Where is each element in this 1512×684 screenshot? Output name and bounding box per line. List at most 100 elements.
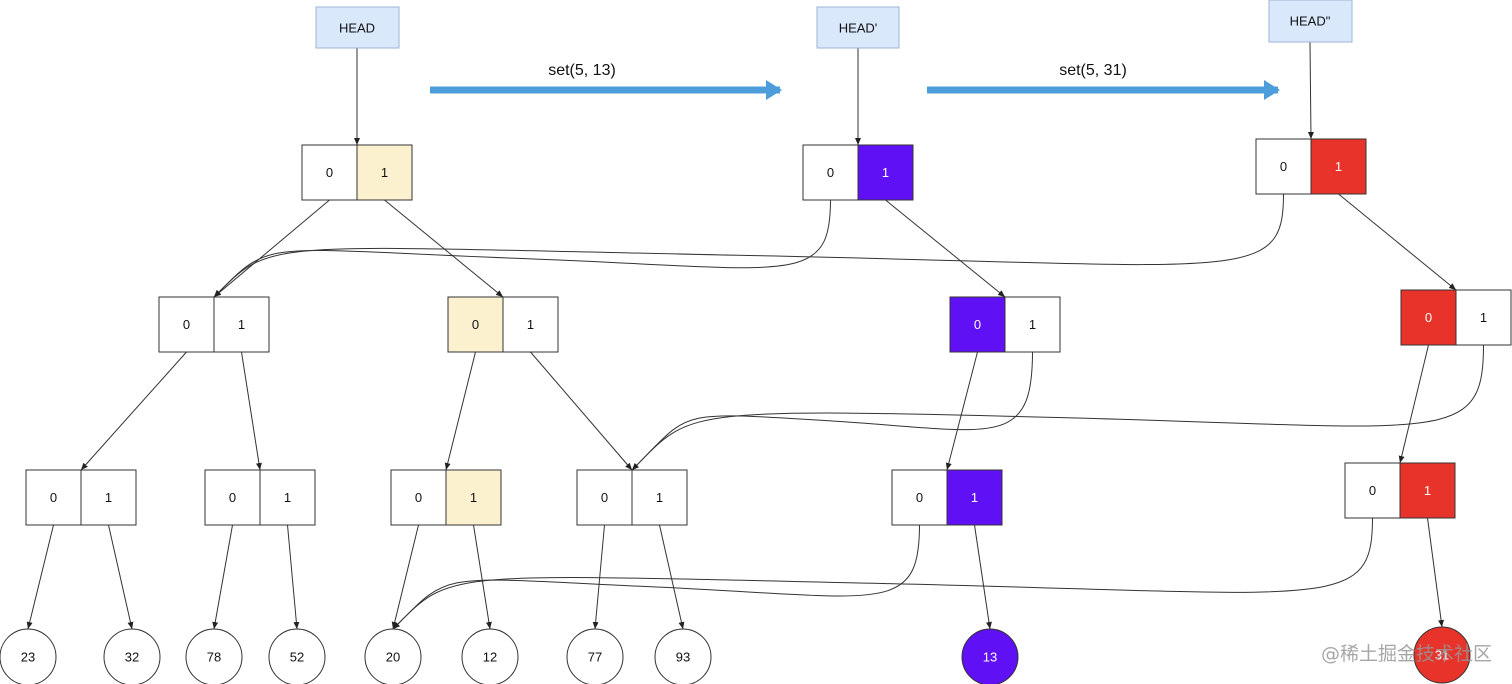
slot-index-label: 1 bbox=[1029, 317, 1036, 332]
head-pointer-v1[interactable]: HEAD' bbox=[816, 6, 900, 49]
node-slot-1[interactable]: 1 bbox=[1399, 462, 1456, 519]
leaf-value-93[interactable]: 93 bbox=[654, 628, 712, 684]
pointer-edge bbox=[212, 524, 233, 630]
slot-index-label: 0 bbox=[415, 490, 422, 505]
leaf-value-13[interactable]: 13 bbox=[961, 628, 1019, 684]
node-slot-0[interactable]: 0 bbox=[1344, 462, 1401, 519]
slot-index-label: 0 bbox=[229, 490, 236, 505]
node-slot-1[interactable]: 1 bbox=[857, 144, 914, 201]
slot bbox=[259, 469, 316, 526]
pointer-edge bbox=[108, 524, 134, 630]
leaf-circle bbox=[1413, 626, 1471, 684]
pointer-edge bbox=[80, 351, 187, 471]
leaf-value-77[interactable]: 77 bbox=[566, 628, 624, 684]
pointer-edge bbox=[26, 524, 54, 630]
leaf-value-52[interactable]: 52 bbox=[268, 628, 326, 684]
pointer-edge bbox=[384, 199, 504, 298]
node-slot-1[interactable]: 1 bbox=[213, 296, 270, 353]
pointer-edge bbox=[391, 524, 419, 630]
pointer-edge bbox=[945, 351, 978, 471]
node-slot-0[interactable]: 0 bbox=[949, 296, 1006, 353]
leaf-label: 13 bbox=[983, 650, 997, 665]
node-slot-1[interactable]: 1 bbox=[631, 469, 688, 526]
slot-index-label: 1 bbox=[1480, 310, 1487, 325]
node-slot-0[interactable]: 0 bbox=[25, 469, 82, 526]
shared-pointer-edge bbox=[631, 351, 1033, 471]
shared-pointer-edge bbox=[213, 193, 1284, 298]
node-slot-1[interactable]: 1 bbox=[1310, 138, 1367, 195]
slot bbox=[390, 469, 447, 526]
pointer-edge bbox=[213, 199, 330, 298]
leaves-layer: 23 32 78 52 20 12 77 93 13 31 bbox=[0, 626, 1471, 684]
shared-pointer-edge bbox=[631, 344, 1484, 471]
leaf-value-32[interactable]: 32 bbox=[103, 628, 161, 684]
node-slot-1[interactable]: 1 bbox=[445, 469, 502, 526]
node-slot-1[interactable]: 1 bbox=[502, 296, 559, 353]
pointer-edge bbox=[241, 351, 262, 471]
slot-index-label: 1 bbox=[971, 490, 978, 505]
slot-index-label: 1 bbox=[527, 317, 534, 332]
slot bbox=[80, 469, 137, 526]
slot-index-label: 1 bbox=[1335, 159, 1342, 174]
leaf-value-23[interactable]: 23 bbox=[0, 628, 57, 684]
slot-index-label: 0 bbox=[601, 490, 608, 505]
leaf-circle bbox=[566, 628, 624, 684]
node-slot-1[interactable]: 1 bbox=[259, 469, 316, 526]
operation-label: set(5, 13) bbox=[548, 62, 616, 79]
node-slot-0[interactable]: 0 bbox=[390, 469, 447, 526]
node-slot-0[interactable]: 0 bbox=[204, 469, 261, 526]
slot-index-label: 0 bbox=[1425, 310, 1432, 325]
leaf-label: 78 bbox=[207, 650, 221, 665]
leaf-label: 23 bbox=[21, 650, 35, 665]
slot-index-label: 0 bbox=[50, 490, 57, 505]
node-slot-0[interactable]: 0 bbox=[802, 144, 859, 201]
node-slot-1[interactable]: 1 bbox=[80, 469, 137, 526]
node-slot-0[interactable]: 0 bbox=[301, 144, 358, 201]
leaf-circle bbox=[268, 628, 326, 684]
slot-index-label: 1 bbox=[105, 490, 112, 505]
slot bbox=[631, 469, 688, 526]
leaf-value-31[interactable]: 31 bbox=[1413, 626, 1471, 684]
leaf-value-20[interactable]: 20 bbox=[364, 628, 422, 684]
watermark: @稀土掘金技术社区 bbox=[1320, 643, 1492, 665]
head-pointer-v2[interactable]: HEAD" bbox=[1268, 0, 1353, 43]
leaf-value-12[interactable]: 12 bbox=[461, 628, 519, 684]
slot bbox=[1344, 462, 1401, 519]
slot bbox=[891, 469, 948, 526]
head-pointer-v0[interactable]: HEAD bbox=[315, 6, 400, 49]
slot bbox=[204, 469, 261, 526]
pointer-edge bbox=[444, 351, 476, 471]
leaf-value-78[interactable]: 78 bbox=[185, 628, 243, 684]
node-slot-0[interactable]: 0 bbox=[576, 469, 633, 526]
node-slot-0[interactable]: 0 bbox=[1400, 289, 1457, 346]
slot bbox=[213, 296, 270, 353]
slot-highlighted bbox=[1399, 462, 1456, 519]
slot-index-label: 1 bbox=[470, 490, 477, 505]
leaf-label: 20 bbox=[386, 650, 400, 665]
node-slot-1[interactable]: 1 bbox=[946, 469, 1003, 526]
node-slot-0[interactable]: 0 bbox=[1255, 138, 1312, 195]
leaf-label: 52 bbox=[290, 650, 304, 665]
node-slot-0[interactable]: 0 bbox=[447, 296, 504, 353]
node-slot-0[interactable]: 0 bbox=[891, 469, 948, 526]
node-slot-1[interactable]: 1 bbox=[1004, 296, 1061, 353]
slot-index-label: 1 bbox=[656, 490, 663, 505]
pointer-edge bbox=[974, 524, 992, 630]
node-slot-1[interactable]: 1 bbox=[1455, 289, 1512, 346]
slot-highlighted bbox=[356, 144, 413, 201]
node-slot-0[interactable]: 0 bbox=[158, 296, 215, 353]
node-slot-1[interactable]: 1 bbox=[356, 144, 413, 201]
